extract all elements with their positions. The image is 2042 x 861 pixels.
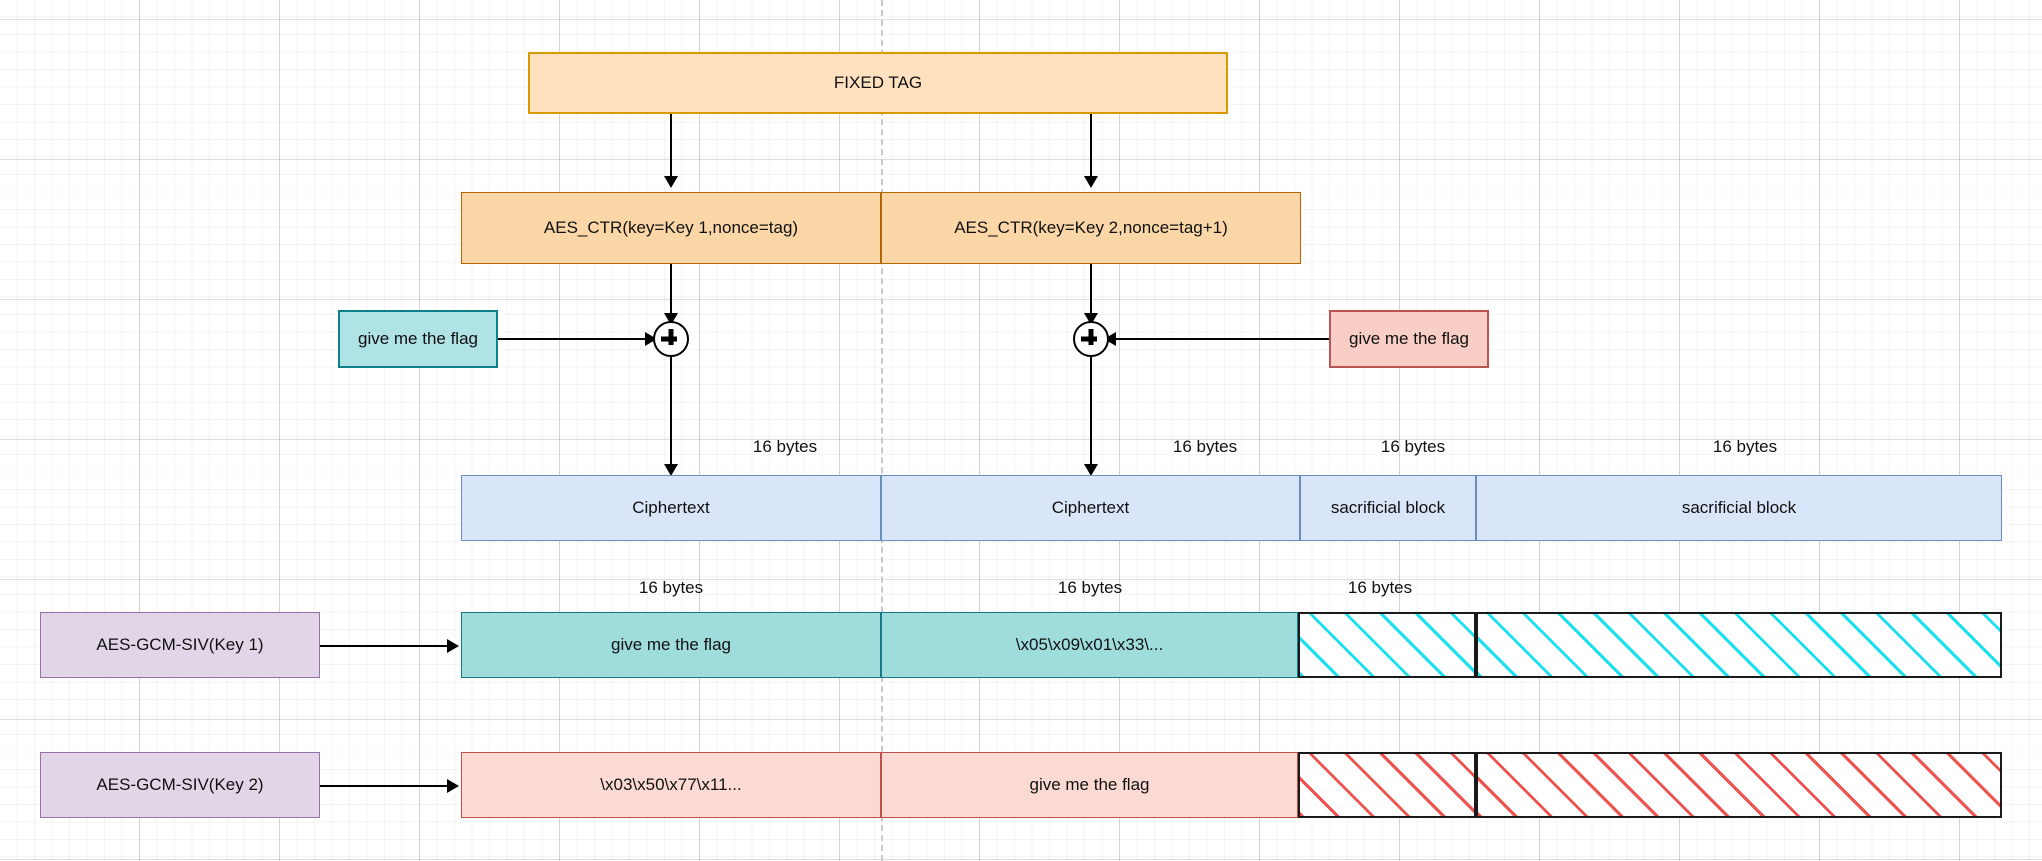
aes-ctr-key2-box[interactable]: AES_CTR(key=Key 2,nonce=tag+1)	[881, 192, 1301, 264]
edge-ctr1-to-xor1	[670, 264, 672, 320]
key2-plaintext-block-1-label: \x03\x50\x77\x11...	[600, 774, 742, 794]
edge-xor1-to-ciphertext-arrowhead	[664, 464, 678, 476]
key2-plaintext-block-2-label: give me the flag	[1029, 774, 1150, 794]
key1-hatched-block-1[interactable]	[1298, 612, 1476, 678]
key1-plaintext-block-2[interactable]: \x05\x09\x01\x33\...	[881, 612, 1298, 678]
sacrificial-block-1[interactable]: sacrificial block	[1300, 475, 1476, 541]
edge-plaintext-left-to-xor1	[498, 338, 656, 340]
plaintext-right-box[interactable]: give me the flag	[1329, 310, 1489, 368]
aes-ctr-key2-label: AES_CTR(key=Key 2,nonce=tag+1)	[954, 217, 1228, 237]
ciphertext-block-1[interactable]: Ciphertext	[461, 475, 881, 541]
ciphertext-block-2-label: Ciphertext	[1051, 497, 1130, 517]
size-label-key1-1: 16 bytes	[638, 578, 704, 597]
key2-plaintext-block-2[interactable]: give me the flag	[881, 752, 1298, 818]
edge-tag-to-ctr2	[1090, 114, 1092, 180]
sacrificial-block-2-label: sacrificial block	[1681, 497, 1797, 517]
edge-ctr2-to-xor2	[1090, 264, 1092, 320]
size-label-ciphertext-4: 16 bytes	[1712, 437, 1778, 456]
edge-key1-to-row	[320, 645, 448, 647]
aes-ctr-key1-box[interactable]: AES_CTR(key=Key 1,nonce=tag)	[461, 192, 881, 264]
key2-hatched-block-1[interactable]	[1298, 752, 1476, 818]
edge-tag-to-ctr1	[670, 114, 672, 180]
key1-hatched-block-2[interactable]	[1476, 612, 2002, 678]
edge-tag-to-ctr1-arrowhead	[664, 176, 678, 188]
key1-plaintext-block-2-label: \x05\x09\x01\x33\...	[1015, 634, 1164, 654]
aes-gcm-siv-key1-label: AES-GCM-SIV(Key 1)	[96, 634, 264, 654]
aes-gcm-siv-key2-label: AES-GCM-SIV(Key 2)	[96, 774, 264, 794]
edge-xor2-to-ciphertext	[1090, 356, 1092, 468]
key2-hatched-block-2[interactable]	[1476, 752, 2002, 818]
plaintext-left-box[interactable]: give me the flag	[338, 310, 498, 368]
xor-operator-right[interactable]	[1073, 321, 1109, 357]
ciphertext-block-2[interactable]: Ciphertext	[881, 475, 1300, 541]
key1-plaintext-block-1-label: give me the flag	[610, 634, 731, 654]
size-label-ciphertext-3: 16 bytes	[1380, 437, 1446, 456]
sacrificial-block-1-label: sacrificial block	[1330, 497, 1446, 517]
key1-plaintext-block-1[interactable]: give me the flag	[461, 612, 881, 678]
page-fold-guide	[881, 0, 883, 861]
edge-key2-to-row	[320, 785, 448, 787]
plaintext-right-label: give me the flag	[1348, 328, 1469, 348]
edge-key1-to-row-arrowhead	[447, 639, 459, 653]
aes-ctr-key1-label: AES_CTR(key=Key 1,nonce=tag)	[543, 217, 799, 237]
key2-plaintext-block-1[interactable]: \x03\x50\x77\x11...	[461, 752, 881, 818]
aes-gcm-siv-key1-box[interactable]: AES-GCM-SIV(Key 1)	[40, 612, 320, 678]
size-label-ciphertext-1: 16 bytes	[752, 437, 818, 456]
edge-plaintext-right-to-xor2	[1116, 338, 1329, 340]
sacrificial-block-2[interactable]: sacrificial block	[1476, 475, 2002, 541]
edge-xor1-to-ciphertext	[670, 356, 672, 468]
size-label-key1-3: 16 bytes	[1347, 578, 1413, 597]
fixed-tag-label: FIXED TAG	[833, 72, 923, 92]
edge-tag-to-ctr2-arrowhead	[1084, 176, 1098, 188]
xor-operator-left[interactable]	[653, 321, 689, 357]
ciphertext-block-1-label: Ciphertext	[632, 497, 710, 517]
size-label-key1-2: 16 bytes	[1057, 578, 1123, 597]
size-label-ciphertext-2: 16 bytes	[1172, 437, 1238, 456]
edge-xor2-to-ciphertext-arrowhead	[1084, 464, 1098, 476]
edge-key2-to-row-arrowhead	[447, 779, 459, 793]
aes-gcm-siv-key2-box[interactable]: AES-GCM-SIV(Key 2)	[40, 752, 320, 818]
fixed-tag-box[interactable]: FIXED TAG	[528, 52, 1228, 114]
plaintext-left-label: give me the flag	[357, 328, 478, 348]
